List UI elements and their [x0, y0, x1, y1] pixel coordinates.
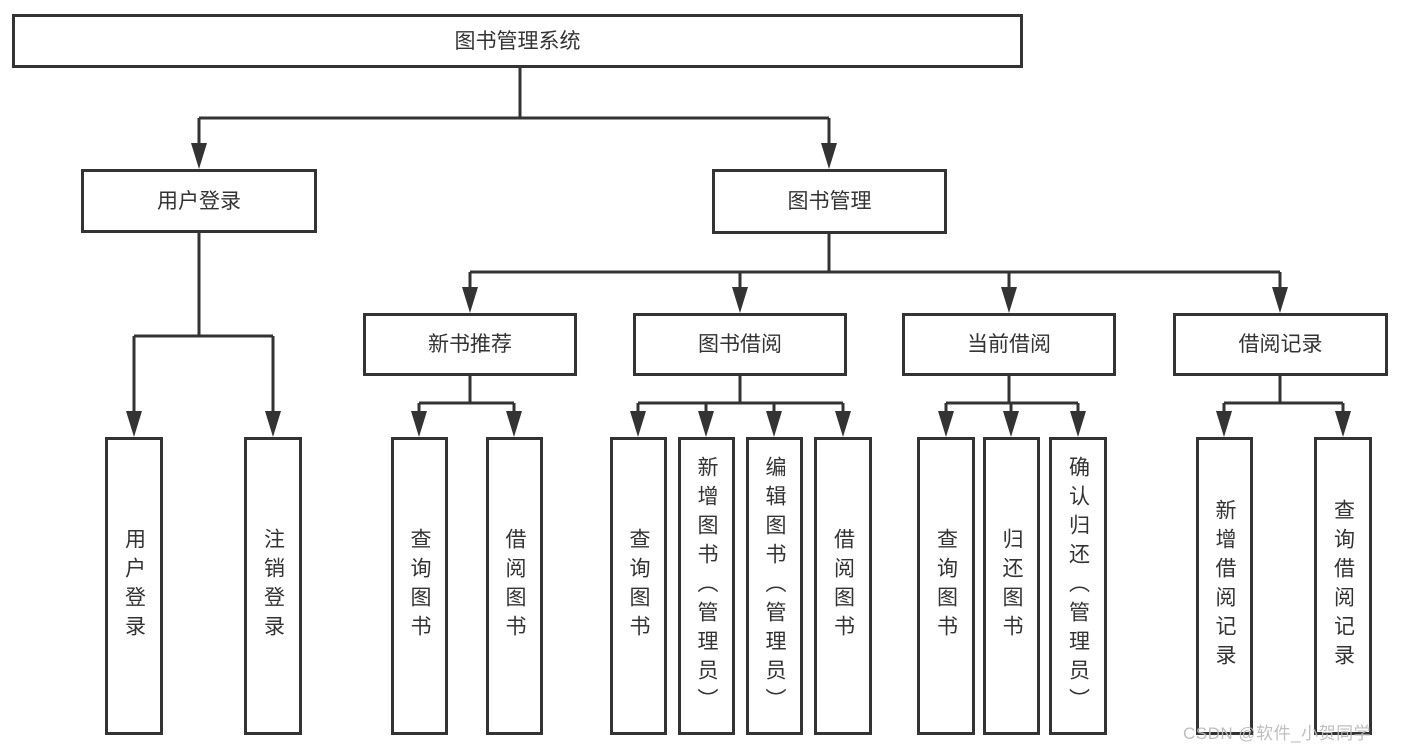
leaf-return-books: 归还图书	[983, 437, 1040, 735]
leaf-query-borrow-record: 查询借阅记录	[1314, 437, 1372, 735]
node-user-login: 用户登录	[81, 169, 317, 233]
node-book-management: 图书管理	[712, 169, 947, 234]
leaf-query-books-2: 查询图书	[610, 437, 667, 735]
leaf-edit-books-admin: 编辑图书（管理员）	[746, 437, 803, 735]
leaf-confirm-return-admin: 确认归还（管理员）	[1049, 437, 1107, 735]
leaf-query-books-1: 查询图书	[391, 437, 448, 735]
leaf-borrow-books-2: 借阅图书	[814, 437, 872, 735]
node-borrow-records: 借阅记录	[1173, 313, 1388, 376]
leaf-query-books-3: 查询图书	[917, 437, 975, 735]
leaf-add-borrow-record: 新增借阅记录	[1196, 437, 1253, 735]
node-new-book-recommend: 新书推荐	[363, 313, 577, 376]
node-book-borrow: 图书借阅	[633, 313, 847, 376]
node-current-borrow: 当前借阅	[902, 313, 1116, 376]
leaf-logout: 注销登录	[244, 437, 302, 735]
node-root: 图书管理系统	[12, 14, 1023, 68]
leaf-user-login: 用户登录	[105, 437, 163, 735]
leaf-add-books-admin: 新增图书（管理员）	[678, 437, 735, 735]
leaf-borrow-books-1: 借阅图书	[486, 437, 543, 735]
watermark: CSDN @软件_小贺同学	[1183, 724, 1372, 743]
